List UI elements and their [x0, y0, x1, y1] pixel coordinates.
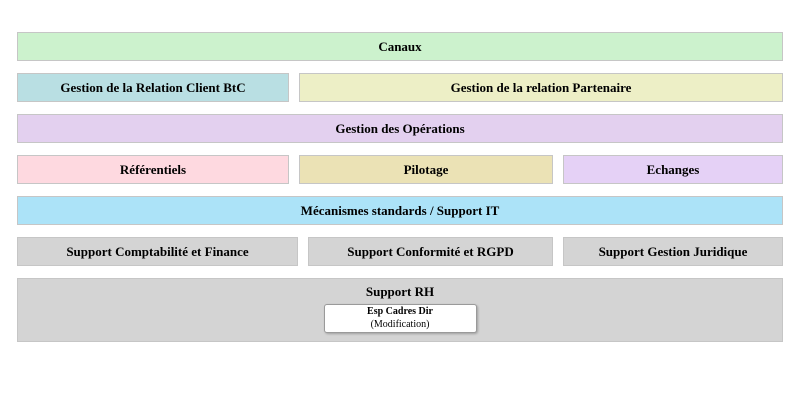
support-rh-label: Support RH	[365, 284, 435, 299]
row-relation: Gestion de la Relation Client BtC Gestio…	[17, 73, 783, 102]
block-canaux: Canaux	[17, 32, 783, 61]
capability-map-diagram: Canaux Gestion de la Relation Client BtC…	[17, 32, 783, 342]
row-referentiels-pilotage-echanges: Référentiels Pilotage Echanges	[17, 155, 783, 184]
block-gestion-des-operations: Gestion des Opérations	[17, 114, 783, 143]
block-support-gestion-juridique: Support Gestion Juridique	[563, 237, 783, 266]
row-support-rh: Support RH Esp Cadres Dir (Modification)	[17, 278, 783, 342]
block-gestion-relation-partenaire: Gestion de la relation Partenaire	[299, 73, 783, 102]
row-operations: Gestion des Opérations	[17, 114, 783, 143]
row-support-it: Mécanismes standards / Support IT	[17, 196, 783, 225]
row-supports: Support Comptabilité et Finance Support …	[17, 237, 783, 266]
block-support-rh: Support RH Esp Cadres Dir (Modification)	[17, 278, 783, 342]
block-echanges: Echanges	[563, 155, 783, 184]
app-card-subtitle: (Modification)	[370, 318, 430, 330]
block-support-comptabilite-finance: Support Comptabilité et Finance	[17, 237, 298, 266]
block-gestion-relation-client-btc: Gestion de la Relation Client BtC	[17, 73, 289, 102]
app-card-esp-cadres-dir: Esp Cadres Dir (Modification)	[323, 304, 477, 333]
block-referentiels: Référentiels	[17, 155, 289, 184]
row-canaux: Canaux	[17, 32, 783, 61]
block-pilotage: Pilotage	[299, 155, 553, 184]
app-card-title: Esp Cadres Dir	[367, 306, 433, 317]
block-support-conformite-rgpd: Support Conformité et RGPD	[308, 237, 553, 266]
block-mecanismes-standards-support-it: Mécanismes standards / Support IT	[17, 196, 783, 225]
